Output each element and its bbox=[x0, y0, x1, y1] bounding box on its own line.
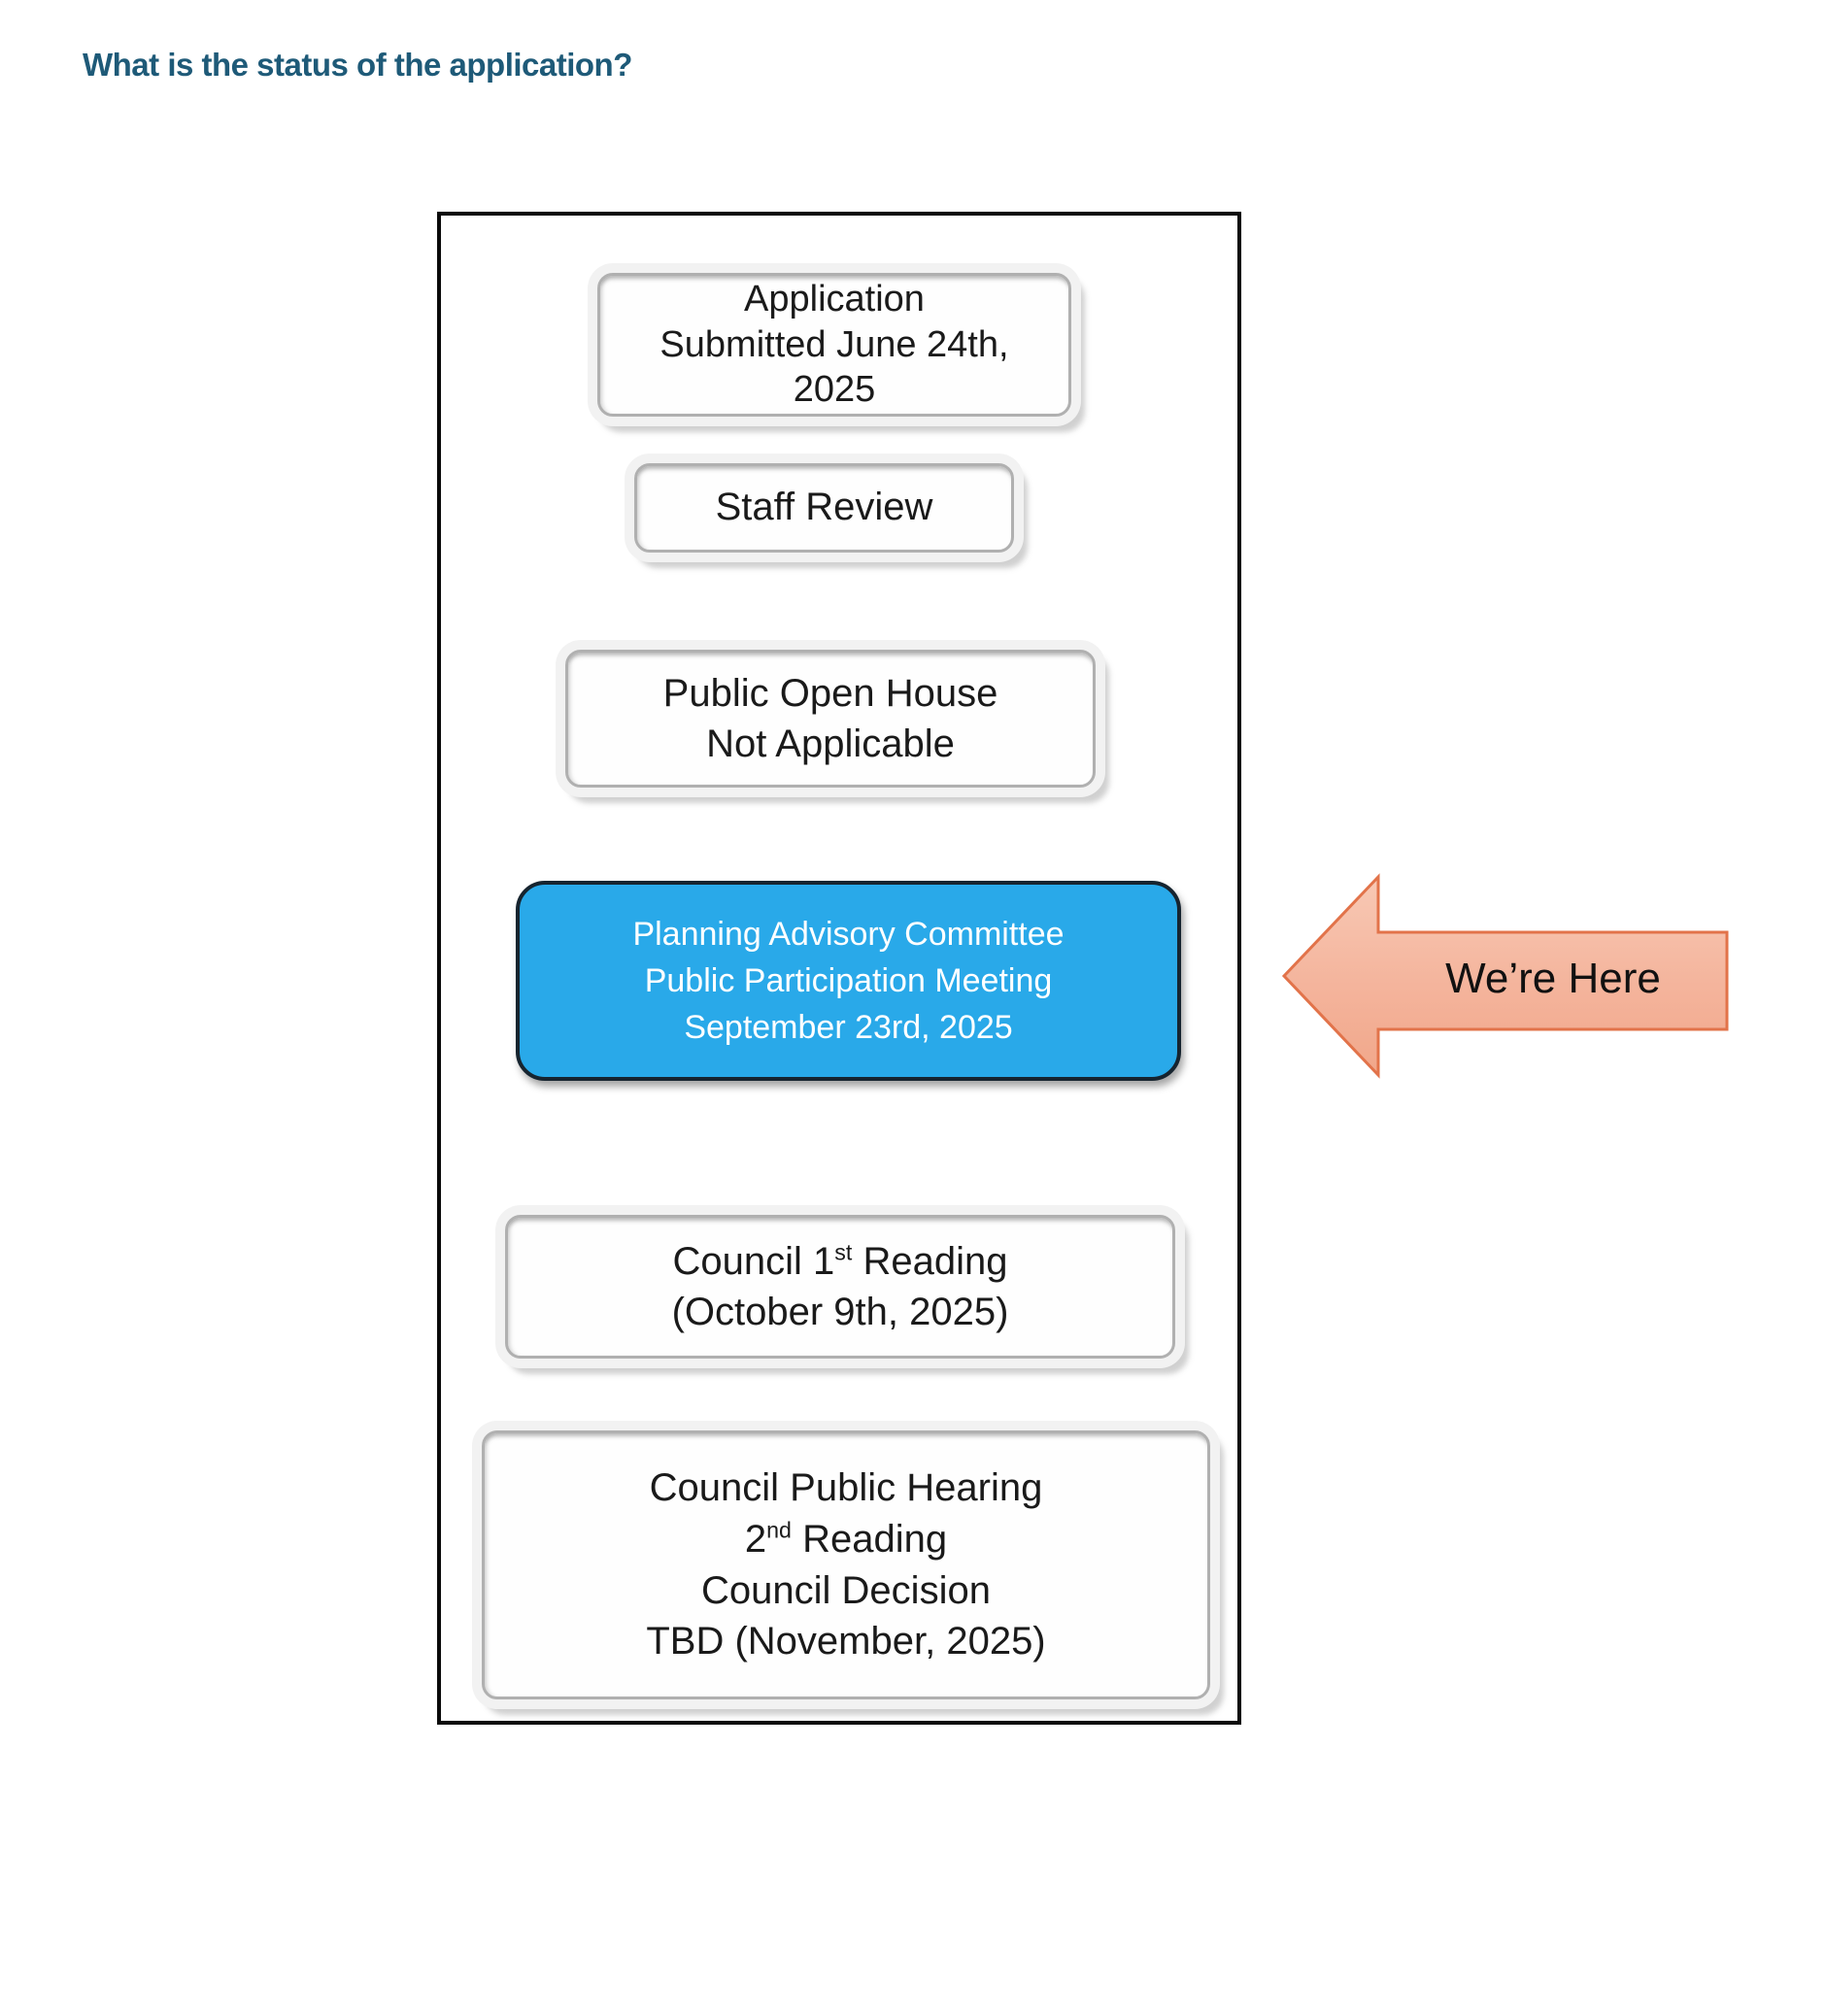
step-line: Council Public Hearing bbox=[649, 1465, 1043, 1509]
step-line: Application bbox=[744, 279, 925, 320]
step-line-text: Council 1 bbox=[672, 1240, 835, 1283]
step-public-open-house: Public Open House Not Applicable bbox=[565, 650, 1096, 788]
were-here-arrow bbox=[1280, 872, 1731, 1080]
step-line-text: Reading bbox=[852, 1240, 1008, 1283]
step-text: Public Open House Not Applicable bbox=[663, 668, 998, 769]
step-staff-review: Staff Review bbox=[634, 463, 1014, 553]
step-line-text: 2 bbox=[744, 1517, 767, 1561]
step-line: Council 1st Reading bbox=[672, 1236, 1009, 1287]
step-application-submitted: Application Submitted June 24th, 2025 bbox=[597, 273, 1071, 417]
step-line: (October 9th, 2025) bbox=[671, 1291, 1009, 1333]
step-line: Planning Advisory Committee bbox=[632, 915, 1065, 953]
step-council-first-reading: Council 1st Reading (October 9th, 2025) bbox=[505, 1215, 1175, 1359]
step-line: TBD (November, 2025) bbox=[646, 1620, 1046, 1663]
step-text: Council Public Hearing 2nd Reading Counc… bbox=[646, 1462, 1045, 1667]
step-line-text: Reading bbox=[791, 1517, 948, 1561]
step-text: Planning Advisory Committee Public Parti… bbox=[632, 911, 1064, 1052]
step-line: Council Decision bbox=[701, 1568, 991, 1612]
step-line: September 23rd, 2025 bbox=[684, 1009, 1013, 1047]
step-line: Not Applicable bbox=[706, 722, 955, 765]
ordinal-suffix: st bbox=[834, 1239, 853, 1265]
ordinal-suffix: nd bbox=[766, 1517, 792, 1543]
step-text: Staff Review bbox=[716, 483, 933, 532]
step-line: Staff Review bbox=[715, 486, 933, 529]
step-planning-advisory-committee-current: Planning Advisory Committee Public Parti… bbox=[516, 881, 1181, 1081]
were-here-label: We’re Here bbox=[1445, 955, 1661, 1002]
step-line: Public Participation Meeting bbox=[644, 961, 1053, 999]
step-council-public-hearing: Council Public Hearing 2nd Reading Counc… bbox=[482, 1430, 1210, 1699]
step-text: Council 1st Reading (October 9th, 2025) bbox=[672, 1236, 1009, 1337]
page-title: What is the status of the application? bbox=[83, 47, 632, 83]
step-text: Application Submitted June 24th, 2025 bbox=[659, 277, 1008, 412]
step-line: Submitted June 24th, bbox=[659, 323, 1009, 365]
step-line: 2nd Reading bbox=[646, 1514, 1045, 1565]
left-block-arrow-icon bbox=[1281, 873, 1729, 1079]
step-line: Public Open House bbox=[662, 672, 998, 715]
step-line: 2025 bbox=[793, 369, 876, 411]
